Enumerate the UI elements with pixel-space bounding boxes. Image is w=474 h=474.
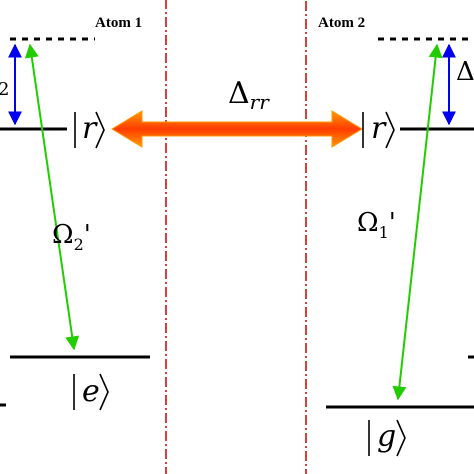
ket-r-left-text: r (82, 111, 98, 146)
atom2-label: Atom 2 (318, 15, 365, 31)
omega2-prime-label: Ω2' (52, 220, 91, 254)
atom2-box (305, 0, 307, 474)
left-transition-arrow (24, 43, 80, 351)
ket-r-right: r (362, 111, 395, 149)
ket-e-text: e (82, 374, 100, 409)
atom1-label: Atom 1 (95, 15, 142, 31)
ket-g: g (368, 419, 406, 457)
right-transition-arrow (392, 43, 443, 401)
ket-g-text: g (377, 419, 396, 454)
atom1-box (165, 0, 167, 474)
ket-r-right-text: r (371, 111, 387, 146)
right-detuning-label-fragment: Δ (456, 57, 474, 87)
left-detuning-label-fragment: 2 (0, 79, 9, 100)
interaction-double-arrow (111, 110, 363, 148)
delta-symbol: Δ (228, 76, 250, 111)
ket-e: e (73, 373, 109, 411)
omega1-prime-label: Ω1' (357, 208, 396, 242)
interaction-label: Δrr (228, 76, 270, 114)
delta-subscript: rr (250, 90, 271, 114)
ket-r-left: r (74, 111, 105, 149)
